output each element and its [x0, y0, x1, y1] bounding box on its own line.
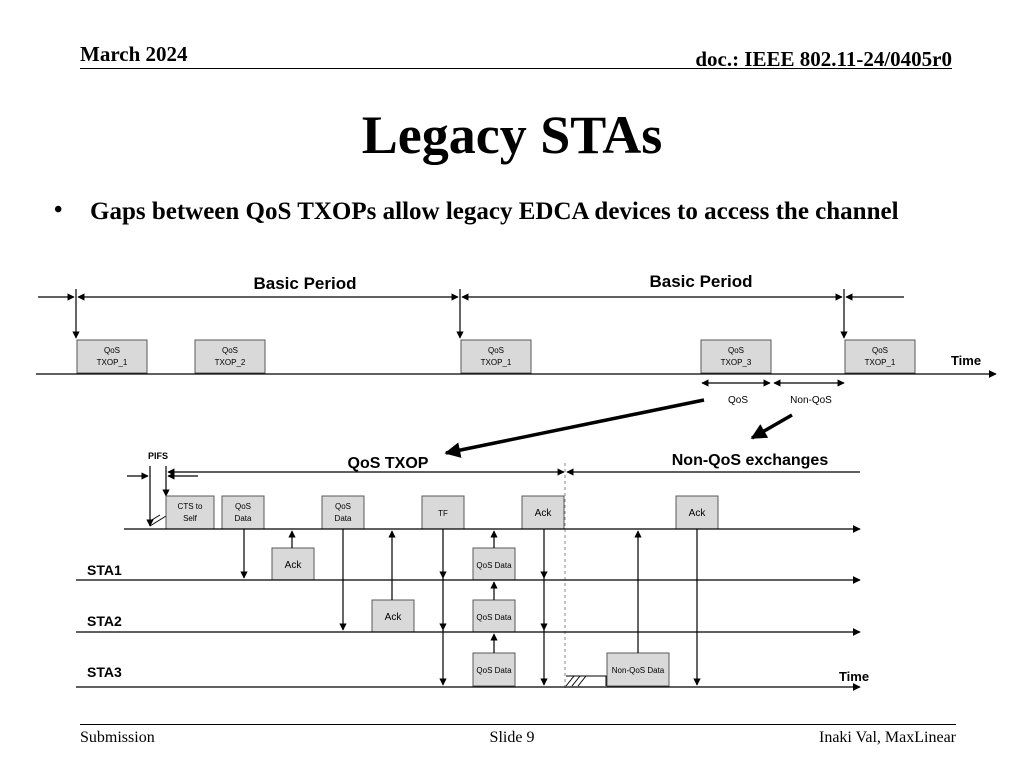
txop-box-1 [76, 339, 148, 374]
txop-box-4-line1: QoS [728, 346, 744, 355]
txop-box-3 [460, 339, 532, 374]
footer-rule [80, 724, 956, 725]
sta2-frame-qos-data [472, 599, 516, 633]
slide-title: Legacy STAs [361, 105, 663, 165]
sta3-backoff-hatch [565, 675, 607, 687]
txop-box-5-line1: QoS [872, 346, 888, 355]
txop-box-2 [194, 339, 266, 374]
top-time-label: Time [951, 353, 981, 368]
footer-submission: Submission [80, 729, 155, 746]
sta3-frame-nonqos-data [606, 652, 670, 687]
header-date: March 2024 [80, 42, 188, 66]
ap-frame-qos-data-2-line2: Data [335, 514, 352, 523]
header-doc-id: doc.: IEEE 802.11-24/0405r0 [695, 47, 952, 71]
txop-box-3-line2: TXOP_1 [481, 358, 512, 367]
footer-author: Inaki Val, MaxLinear [819, 729, 956, 746]
sta1-frame-ack-label: Ack [285, 560, 303, 571]
header-rule [80, 68, 952, 69]
ap-frame-ack-2 [675, 495, 719, 530]
qos-span-label: QoS [728, 395, 748, 406]
txop-box-4-line2: TXOP_3 [721, 358, 752, 367]
sta1-frame-ack [271, 547, 315, 581]
sta1-frame-qos-data [472, 547, 516, 581]
bullet-icon: • [54, 197, 63, 223]
ap-frame-cts-line2: Self [183, 514, 198, 523]
ap-frame-cts-to-self [165, 495, 215, 530]
sta3-frame-qos-data-label: QoS Data [476, 666, 512, 675]
txop-box-1-line1: QoS [104, 346, 120, 355]
ap-frame-qos-data-2 [321, 495, 365, 530]
txop-box-1-line2: TXOP_1 [97, 358, 128, 367]
ap-frame-qos-data-1-line2: Data [235, 514, 252, 523]
zoom-arrow-nonqos [750, 413, 793, 440]
bullet-text: Gaps between QoS TXOPs allow legacy EDCA… [90, 198, 899, 225]
basic-period-label-2: Basic Period [650, 272, 753, 291]
ap-frame-qos-data-2-line1: QoS [335, 502, 351, 511]
ap-frame-qos-data-1-line1: QoS [235, 502, 251, 511]
sta1-label: STA1 [87, 562, 122, 578]
qos-txop-label: QoS TXOP [348, 455, 429, 472]
txop-box-3-line1: QoS [488, 346, 504, 355]
sta3-frame-qos-data [472, 652, 516, 687]
ap-frame-ack-1 [521, 495, 565, 530]
bottom-time-label: Time [839, 669, 869, 684]
sta1-frame-qos-data-label: QoS Data [476, 561, 512, 570]
txop-box-2-line1: QoS [222, 346, 238, 355]
footer-slide-number: Slide 9 [489, 729, 535, 746]
pifs-label: PIFS [148, 451, 168, 461]
ap-frame-qos-data-1 [221, 495, 265, 530]
sta3-frame-nonqos-data-label: Non-QoS Data [612, 666, 665, 675]
nonqos-exchanges-label: Non-QoS exchanges [672, 452, 829, 469]
ap-frame-trigger-label: TF [438, 509, 448, 518]
sta2-frame-ack-label: Ack [385, 612, 403, 623]
bottom-detail: PIFS QoS TXOP Non-QoS exchanges CTS to S… [76, 451, 869, 691]
txop-box-5 [844, 339, 916, 374]
ap-frame-ack-1-label: Ack [535, 508, 553, 519]
txop-box-2-line2: TXOP_2 [215, 358, 246, 367]
sta2-label: STA2 [87, 613, 122, 629]
sta3-label: STA3 [87, 664, 122, 680]
ap-frame-ack-2-label: Ack [689, 508, 707, 519]
sta2-frame-qos-data-label: QoS Data [476, 613, 512, 622]
ap-frame-cts-line1: CTS to [178, 502, 203, 511]
basic-period-label-1: Basic Period [254, 274, 357, 293]
zoom-arrow-qos [444, 398, 705, 458]
txop-box-4 [700, 339, 772, 374]
nonqos-span-label: Non-QoS [790, 395, 832, 406]
ap-frame-trigger [421, 495, 465, 530]
backoff-slot-hatch [149, 514, 167, 527]
sta2-frame-ack [371, 599, 415, 633]
top-timeline: Basic Period Basic Period QoS TXOP_1 QoS… [36, 272, 997, 406]
txop-box-5-line2: TXOP_1 [865, 358, 896, 367]
